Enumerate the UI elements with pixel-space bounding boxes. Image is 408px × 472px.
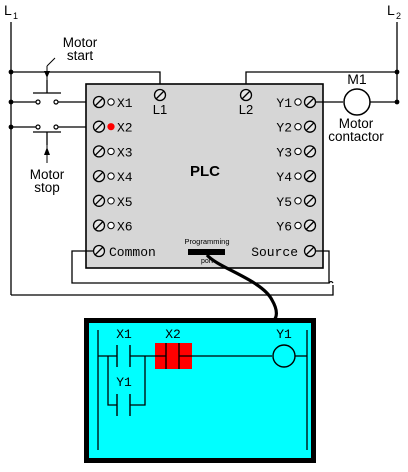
input-indicator-led (107, 197, 115, 205)
input-indicator-led (107, 147, 115, 156)
output-indicator-led (294, 221, 302, 230)
terminal-y1-label: Y1 (276, 96, 292, 111)
input-indicator-led (107, 172, 115, 180)
terminal-y3 (294, 145, 317, 158)
plc-body (85, 83, 324, 269)
terminal-x6-label: X6 (117, 220, 133, 235)
plc-title: PLC (190, 163, 220, 180)
computer-screen (89, 323, 311, 458)
terminal-x1 (92, 95, 115, 109)
output-indicator-led (294, 147, 302, 156)
terminal-l1 (153, 88, 167, 102)
output-indicator-led (294, 197, 302, 205)
svg-text:start: start (67, 48, 94, 63)
start-label: Motor start (63, 35, 98, 63)
terminal-y5 (294, 194, 317, 207)
programming-port-sublabel: port (201, 258, 213, 265)
common-source-loop-wire (71, 250, 330, 284)
terminal-source (303, 244, 317, 258)
terminal-x4 (92, 169, 115, 183)
motor-contactor-coil (343, 88, 371, 116)
svg-text:Motor: Motor (30, 167, 65, 182)
contact-x2-label: X2 (165, 327, 181, 342)
terminal-l2-label: L2 (239, 102, 253, 117)
terminal-x3 (92, 145, 115, 158)
l1-return-wire (11, 285, 334, 296)
junction-dot (8, 69, 14, 75)
terminal-y4 (294, 169, 317, 183)
svg-text:2: 2 (396, 11, 401, 21)
rail-l2-label: L 2 (387, 2, 401, 21)
branch-wire (130, 356, 146, 406)
output-indicator-led (294, 123, 302, 131)
stop-pushbutton (11, 124, 92, 163)
programming-port-label: Programming (184, 237, 229, 246)
contact-y1-label: Y1 (116, 375, 132, 390)
contact-x2-highlighted (155, 343, 192, 369)
terminal-y2-label: Y2 (276, 121, 292, 136)
terminal-x6 (92, 219, 115, 232)
terminal-x2 (92, 120, 115, 133)
svg-text:L: L (387, 2, 395, 18)
terminal-y6 (294, 219, 317, 232)
terminal-x2-label: X2 (117, 121, 133, 136)
terminal-y5-label: Y5 (276, 195, 292, 210)
motor-caption-line2: contactor (328, 129, 384, 144)
terminal-common-label: Common (109, 245, 156, 260)
motor-label: M1 (347, 71, 367, 87)
terminal-l2 (239, 88, 253, 102)
terminal-x3-label: X3 (117, 145, 133, 160)
contact-x1-label: X1 (116, 327, 132, 342)
terminal-x5 (92, 194, 115, 207)
branch-wire (107, 356, 117, 406)
svg-text:Motor: Motor (63, 35, 98, 50)
start-pushbutton (11, 57, 92, 105)
junction-dot (8, 99, 14, 105)
terminal-x4-label: X4 (117, 170, 133, 185)
terminal-x1-label: X1 (117, 96, 133, 111)
motor-caption-line1: Motor (339, 116, 374, 131)
wire-crossover (328, 280, 334, 284)
input-indicator-led (107, 98, 115, 106)
output-indicator-led (294, 98, 302, 106)
junction-dot (394, 69, 400, 75)
programming-port (188, 249, 225, 255)
terminal-y2 (294, 120, 317, 133)
svg-text:1: 1 (13, 11, 18, 21)
svg-text:L: L (4, 2, 12, 18)
programming-cable (205, 253, 278, 322)
terminal-y6-label: Y6 (276, 220, 292, 235)
junction-dot (394, 99, 400, 105)
terminal-common (92, 244, 106, 258)
input-indicator-led (107, 221, 115, 230)
terminal-source-label: Source (251, 245, 298, 260)
input-indicator-led (107, 123, 115, 131)
junction-dot (8, 124, 14, 130)
terminal-l1-label: L1 (153, 102, 167, 117)
terminal-y3-label: Y3 (276, 145, 292, 160)
terminal-y4-label: Y4 (276, 170, 292, 185)
terminal-y1 (294, 95, 317, 109)
coil-y1-label: Y1 (276, 327, 292, 342)
rail-l1-label: L 1 (4, 2, 18, 21)
output-indicator-led (294, 172, 302, 180)
svg-text:stop: stop (34, 180, 60, 195)
stop-label: Motor stop (30, 167, 65, 195)
terminal-x5-label: X5 (117, 195, 133, 210)
